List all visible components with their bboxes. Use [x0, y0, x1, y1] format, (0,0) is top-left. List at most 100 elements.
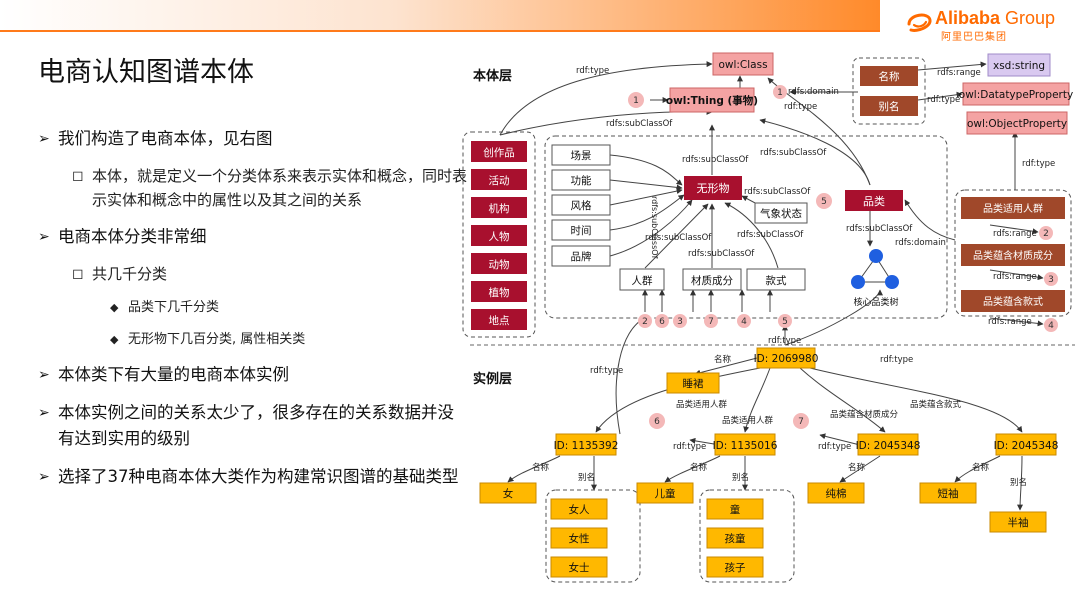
bullet-item: ➢选择了37种电商本体大类作为构建常识图谱的基础类型	[38, 464, 468, 490]
edge-label: rdfs:subClassOf	[846, 224, 913, 234]
edge-label: rdfs:subClassOf	[760, 148, 827, 158]
instance-alias: 女性	[569, 532, 590, 545]
edge-label: 品类适用人群	[676, 399, 728, 410]
sub-class-label: 场景	[571, 149, 592, 162]
core-tree-label: 核心品类树	[853, 296, 898, 308]
instance-id: ID: 2045348	[994, 440, 1059, 452]
number-badge	[1044, 318, 1058, 332]
edge-label: rdf:type	[590, 366, 623, 376]
edge-label: 名称	[714, 354, 732, 365]
edge-label: 别名	[732, 472, 749, 483]
property-node	[961, 244, 1065, 266]
svg-text:owl:Class: owl:Class	[718, 59, 767, 71]
edge-label: rdfs:range	[937, 68, 981, 78]
layer-label-instance: 实例层	[473, 371, 512, 387]
bullet-item: ◆品类下几千分类	[110, 298, 468, 318]
alibaba-logo: Alibaba Group 阿里巴巴集团	[905, 6, 1075, 43]
edge-label: rdf:type	[880, 355, 913, 365]
intangible-label: 无形物	[697, 181, 730, 195]
attr-name-label: 别名	[879, 100, 900, 113]
edge-label: 名称	[690, 462, 708, 473]
instance-node	[636, 482, 694, 504]
number-label: 5	[782, 317, 788, 327]
mid-class-node	[619, 268, 665, 291]
edge-label: rdfs:subClassOf	[688, 249, 755, 259]
instance-name: 儿童	[655, 487, 676, 500]
svg-text:owl:ObjectProperty: owl:ObjectProperty	[967, 118, 1067, 130]
instance-alias: 孩子	[725, 561, 746, 574]
sub-class-label: 风格	[571, 199, 592, 212]
edge-label: 别名	[1010, 477, 1027, 488]
arrow-bullet-icon: ➢	[38, 131, 50, 147]
number-badge	[649, 413, 665, 429]
number-badge	[1044, 272, 1058, 286]
bullet-item: ◻本体，就是定义一个分类体系来表示实体和概念，同时表示实体和概念中的属性以及其之…	[72, 164, 468, 212]
datatype-property-node: owl:DatatypeProperty	[959, 82, 1073, 106]
svg-text:owl:DatatypeProperty: owl:DatatypeProperty	[959, 89, 1073, 101]
top-orange-line	[0, 30, 880, 32]
number-badge	[655, 314, 669, 328]
xsd-string-node: xsd:string	[987, 53, 1051, 77]
number-label: 6	[654, 417, 660, 427]
edge-label: rdf:type	[818, 442, 851, 452]
svg-text:owl:Thing (事物): owl:Thing (事物)	[666, 94, 758, 107]
instance-node	[706, 556, 764, 578]
edge-label: 品类蕴含款式	[910, 399, 962, 410]
arrow-bullet-icon: ➢	[38, 229, 50, 245]
instance-node	[919, 482, 977, 504]
alibaba-smile-icon	[907, 13, 932, 32]
instance-id: ID: 2069980	[754, 353, 819, 365]
sub-class-label: 时间	[571, 224, 592, 237]
mid-class-label: 人群	[632, 274, 653, 287]
edge-label: rdfs:subClassOf	[645, 233, 712, 243]
number-badge	[773, 85, 787, 99]
number-label: 4	[1048, 321, 1054, 331]
number-label: 3	[1048, 275, 1054, 285]
square-bullet-icon: ◻	[72, 168, 84, 184]
number-label: 3	[677, 317, 683, 327]
class-label: 人物	[489, 230, 510, 243]
edge-label: rdf:type	[1022, 159, 1055, 169]
sub-class-label: 品牌	[571, 250, 592, 263]
category-label: 品类	[863, 194, 885, 208]
number-label: 2	[1043, 229, 1049, 239]
number-badge	[737, 314, 751, 328]
edge-label: rdfs:range	[993, 272, 1037, 282]
number-label: 2	[642, 317, 648, 327]
number-badge	[1039, 226, 1053, 240]
instance-id: ID: 1135016	[713, 440, 778, 452]
instance-name: 纯棉	[826, 487, 847, 500]
class-node	[471, 141, 527, 162]
edge-label: 品类蕴含材质成分	[830, 409, 899, 420]
instance-node	[550, 556, 608, 578]
sub-class-node	[551, 169, 611, 191]
number-label: 7	[798, 417, 804, 427]
number-badge	[628, 92, 644, 108]
weather-label: 气象状态	[760, 207, 802, 220]
diamond-bullet-icon: ◆	[110, 301, 119, 314]
bullet-item: ◆无形物下几百分类, 属性相关类	[110, 330, 468, 350]
instance-name: 睡裙	[683, 377, 704, 390]
sub-class-node	[551, 144, 611, 166]
instance-name: 女	[503, 487, 514, 500]
property-node	[961, 290, 1065, 312]
class-node	[471, 225, 527, 246]
top-gradient-bar	[0, 0, 880, 30]
alias-group-2	[699, 489, 795, 583]
number-badge	[638, 314, 652, 328]
instance-alias: 女士	[569, 561, 590, 574]
logo-chinese: 阿里巴巴集团	[941, 32, 1007, 43]
edge-label: 品类适用人群	[722, 415, 774, 426]
class-node	[471, 253, 527, 274]
bullet-item: ➢本体实例之间的关系太少了，很多存在的关系数据并没有达到实用的级别	[38, 400, 468, 452]
edge-label: rdfs:subClassOf	[606, 119, 673, 129]
number-label: 6	[659, 317, 665, 327]
edge-label: rdf:type	[576, 66, 609, 76]
number-badge	[816, 193, 832, 209]
bullet-item: ➢电商本体分类非常细	[38, 224, 468, 250]
class-node	[471, 197, 527, 218]
instance-node	[550, 527, 608, 549]
edge-label: rdfs:range	[993, 229, 1037, 239]
square-bullet-icon: ◻	[72, 266, 84, 282]
